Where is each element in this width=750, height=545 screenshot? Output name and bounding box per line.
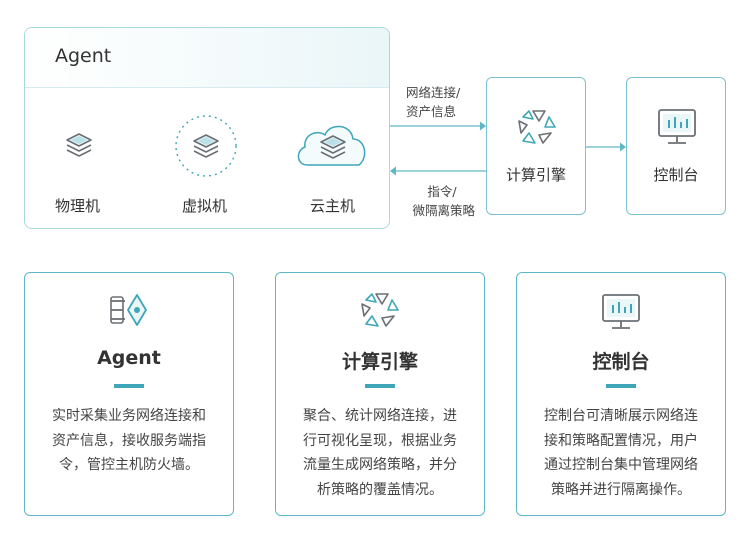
agent-panel: Agent <box>24 27 390 229</box>
stack-in-cloud-icon <box>297 125 366 166</box>
flow-arrows <box>390 121 486 176</box>
compute-engine-icon <box>361 293 399 327</box>
engine-node-label: 计算引擎 <box>505 166 566 184</box>
arrow-to-console <box>586 142 626 152</box>
agent-icon <box>110 294 147 326</box>
flow-label-line: 微隔离策略 <box>412 203 475 218</box>
card-engine-title: 计算引擎 <box>341 351 418 373</box>
arrow-to-engine <box>390 121 486 131</box>
card-engine-desc: 聚合、统计网络连接，进 行可视化呈现，根据业务 流量生成网络策略，并分 析策略的… <box>275 404 485 502</box>
console-node: 控制台 <box>626 77 726 215</box>
card-desc-line: 聚合、统计网络连接，进 <box>303 408 457 424</box>
card-console-divider <box>606 384 636 388</box>
card-desc-line: 令，管控主机防火墙。 <box>59 457 199 473</box>
console-node-label: 控制台 <box>653 166 699 184</box>
card-desc-line: 接和策略配置情况，用户 <box>544 432 698 449</box>
node-label-physical: 物理机 <box>55 197 101 215</box>
compute-engine-icon <box>518 110 556 144</box>
monitor-icon <box>602 294 640 329</box>
agent-panel-header: Agent <box>25 28 389 88</box>
card-engine-divider <box>365 384 395 388</box>
card-desc-line: 策略并进行隔离操作。 <box>551 481 691 498</box>
stack-in-dashed-circle-icon <box>175 115 237 177</box>
card-agent-desc: 实时采集业务网络连接和 资产信息，接收服务端指 令，管控主机防火墙。 <box>24 404 234 478</box>
flow-label-to-engine: 网络连接/ 资产信息 <box>406 83 460 121</box>
card-desc-line: 流量生成网络策略，并分 <box>303 457 457 473</box>
card-desc-line: 析策略的覆盖情况。 <box>317 481 443 498</box>
node-label-cloud: 云主机 <box>310 197 356 215</box>
arrow-to-agent <box>390 166 486 176</box>
flow-label-line: 网络连接/ <box>406 85 461 100</box>
card-desc-line: 控制台可清晰展示网络连 <box>544 408 698 424</box>
card-desc-line: 实时采集业务网络连接和 <box>52 408 206 424</box>
card-agent-title: Agent <box>97 347 161 369</box>
monitor-icon <box>658 109 696 144</box>
stack-icon <box>66 133 92 157</box>
card-desc-line: 资产信息，接收服务端指 <box>52 432 206 449</box>
engine-node: 计算引擎 <box>486 77 586 215</box>
card-engine <box>275 272 485 516</box>
agent-panel-title: Agent <box>55 45 112 67</box>
flow-label-to-agent: 指令/ 微隔离策略 <box>403 182 475 220</box>
flow-label-line: 资产信息 <box>406 104 457 119</box>
card-console-desc: 控制台可清晰展示网络连 接和策略配置情况，用户 通过控制台集中管理网络 策略并进… <box>516 404 726 502</box>
node-label-virtual: 虚拟机 <box>182 197 228 215</box>
card-desc-line: 通过控制台集中管理网络 <box>544 457 698 473</box>
card-console-title: 控制台 <box>592 351 650 373</box>
card-desc-line: 行可视化呈现，根据业务 <box>303 432 457 449</box>
flow-label-line: 指令/ <box>427 184 457 199</box>
card-agent-divider <box>114 384 144 388</box>
